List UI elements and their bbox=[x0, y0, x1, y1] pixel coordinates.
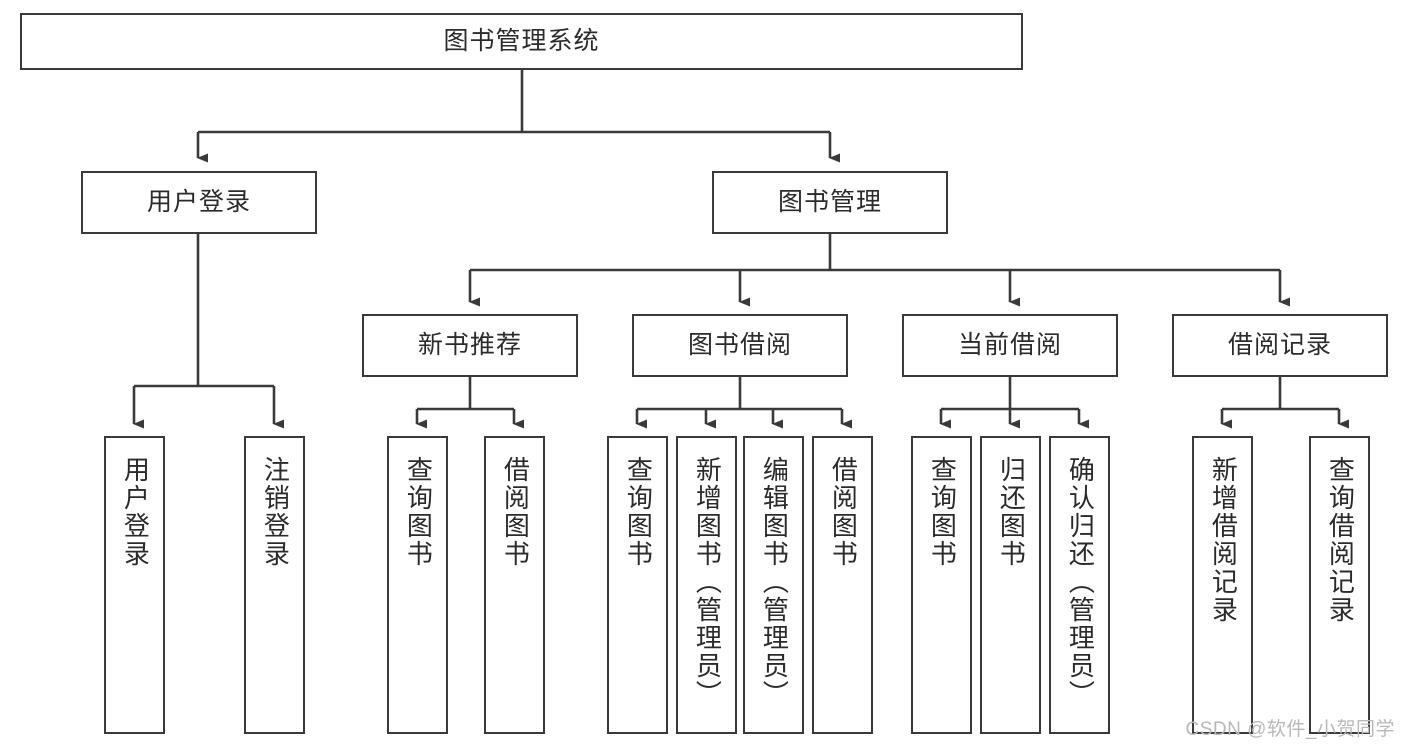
leaf-label: 查询借阅记录 bbox=[1325, 456, 1356, 624]
node-borrow-record-label: 借阅记录 bbox=[1227, 330, 1332, 359]
node-user-login[interactable]: 用户登录 bbox=[81, 171, 317, 234]
leaf-current-borrow-query-book[interactable]: 查询图书 bbox=[911, 436, 972, 734]
leaf-book-borrow-borrow-book[interactable]: 借阅图书 bbox=[812, 436, 873, 734]
leaf-new-book-query-book[interactable]: 查询图书 bbox=[387, 436, 448, 734]
leaf-label: 用户登录 bbox=[120, 456, 151, 568]
leaf-user-login-login[interactable]: 用户登录 bbox=[104, 436, 165, 734]
node-new-book-recommend-label: 新书推荐 bbox=[417, 330, 522, 359]
leaf-label: 确认归还（管理员） bbox=[1065, 456, 1096, 708]
leaf-label: 新增借阅记录 bbox=[1208, 456, 1239, 624]
node-book-management-label: 图书管理 bbox=[777, 187, 882, 216]
leaf-label: 注销登录 bbox=[260, 456, 291, 568]
leaf-label: 新增图书（管理员） bbox=[692, 456, 723, 708]
node-root-book-management-system[interactable]: 图书管理系统 bbox=[20, 13, 1023, 70]
leaf-book-borrow-add-book-admin[interactable]: 新增图书（管理员） bbox=[676, 436, 737, 734]
leaf-current-borrow-return-book[interactable]: 归还图书 bbox=[980, 436, 1041, 734]
node-user-login-label: 用户登录 bbox=[146, 187, 251, 216]
leaf-new-book-borrow-book[interactable]: 借阅图书 bbox=[484, 436, 545, 734]
leaf-label: 借阅图书 bbox=[500, 456, 531, 568]
leaf-borrow-record-add-record[interactable]: 新增借阅记录 bbox=[1192, 436, 1253, 734]
leaf-label: 查询图书 bbox=[623, 456, 654, 568]
node-book-borrow[interactable]: 图书借阅 bbox=[632, 314, 848, 377]
node-borrow-record[interactable]: 借阅记录 bbox=[1172, 314, 1388, 377]
leaf-label: 查询图书 bbox=[403, 456, 434, 568]
leaf-label: 归还图书 bbox=[996, 456, 1027, 568]
leaf-current-borrow-confirm-return-admin[interactable]: 确认归还（管理员） bbox=[1049, 436, 1110, 734]
leaf-user-login-logout[interactable]: 注销登录 bbox=[244, 436, 305, 734]
node-new-book-recommend[interactable]: 新书推荐 bbox=[362, 314, 578, 377]
watermark: CSDN @软件_小贺同学 bbox=[1185, 719, 1395, 740]
leaf-book-borrow-query-book[interactable]: 查询图书 bbox=[607, 436, 668, 734]
node-current-borrow[interactable]: 当前借阅 bbox=[902, 314, 1118, 377]
leaf-book-borrow-edit-book-admin[interactable]: 编辑图书（管理员） bbox=[743, 436, 804, 734]
node-current-borrow-label: 当前借阅 bbox=[957, 330, 1062, 359]
node-book-management[interactable]: 图书管理 bbox=[712, 171, 948, 234]
leaf-label: 查询图书 bbox=[927, 456, 958, 568]
leaf-label: 编辑图书（管理员） bbox=[759, 456, 790, 708]
node-book-borrow-label: 图书借阅 bbox=[687, 330, 792, 359]
leaf-label: 借阅图书 bbox=[828, 456, 859, 568]
node-root-label: 图书管理系统 bbox=[443, 26, 600, 55]
leaf-borrow-record-query-record[interactable]: 查询借阅记录 bbox=[1309, 436, 1370, 734]
